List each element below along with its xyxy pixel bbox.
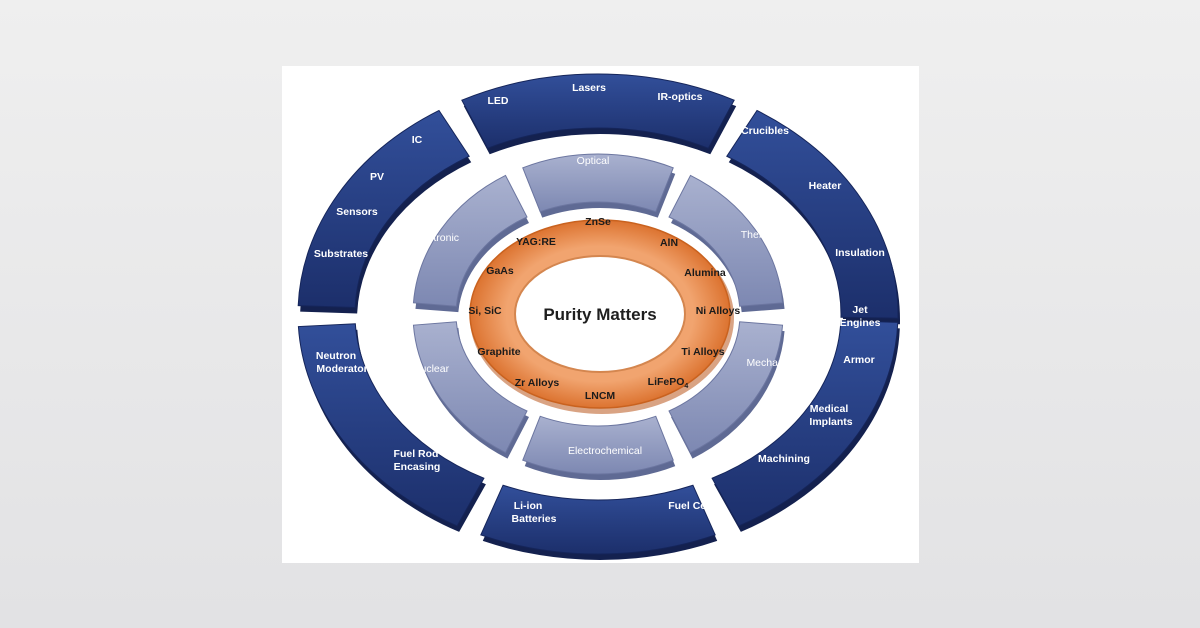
material-aln: AlN: [660, 237, 678, 249]
outer-segment-nuclear: [297, 323, 485, 527]
middle-segment-nuclear: [412, 321, 528, 454]
outer-segment-mechanical: [711, 319, 899, 527]
material-lncm: LNCM: [585, 390, 616, 402]
app-neutron-moderators-line1: Neutron: [316, 350, 356, 362]
app-led: LED: [488, 95, 509, 107]
app-ir-optics: IR-optics: [658, 91, 703, 103]
category-optical: Optical: [577, 155, 610, 167]
middle-ring: [412, 153, 785, 481]
application-labels: LED Lasers IR-optics Crucibles Heater In…: [314, 82, 885, 525]
app-medical-implants-line2: Implants: [809, 416, 852, 428]
outer-segment-optical: [461, 73, 735, 149]
material-lifepo4-subscript: 4: [684, 383, 688, 390]
material-lifepo4-label: LiFePO: [648, 376, 685, 388]
category-electronic: Electronic: [413, 232, 459, 244]
app-pv: PV: [370, 171, 384, 183]
outer-segment-electrochemical: [480, 484, 716, 555]
app-sensors: Sensors: [336, 206, 378, 218]
app-jet-engines-line2: Engines: [840, 317, 881, 329]
material-alumina: Alumina: [684, 267, 726, 279]
app-machining: Machining: [758, 453, 810, 465]
material-lifepo4: LiFePO4: [648, 376, 689, 390]
app-fuel-rod-encasing-line1: Fuel Rod: [394, 448, 439, 460]
app-medical-implants-line1: Medical: [810, 403, 849, 415]
app-fuel-rod-encasing-line2: Encasing: [394, 461, 441, 473]
app-neutron-moderators-line2: Moderators: [316, 363, 373, 375]
app-insulation: Insulation: [835, 247, 885, 259]
material-graphite: Graphite: [477, 346, 520, 358]
category-thermal: Thermal: [741, 229, 780, 241]
center-title: Purity Matters: [543, 305, 656, 324]
material-yag-re: YAG:RE: [516, 236, 556, 248]
purity-diagram: Purity Matters ZnSe AlN Alumina Ni Alloy…: [297, 73, 900, 560]
material-gaas: GaAs: [486, 265, 514, 277]
category-labels: Optical Thermal Mechanical Electrochemic…: [413, 155, 800, 457]
material-si-sic: Si, SiC: [468, 305, 502, 317]
app-fuel-cells: Fuel Cells: [668, 500, 718, 512]
app-heater: Heater: [809, 180, 842, 192]
material-labels: ZnSe AlN Alumina Ni Alloys Ti Alloys LiF…: [468, 216, 740, 402]
outer-segment-thermal: [726, 109, 899, 319]
middle-segment-electronic: [412, 174, 528, 307]
middle-segment-optical: [522, 153, 674, 213]
app-substrates: Substrates: [314, 248, 368, 260]
outer-segment-electronic: [297, 109, 470, 309]
material-znse: ZnSe: [585, 216, 611, 228]
middle-segment-electrochemical: [522, 415, 674, 475]
category-electrochemical: Electrochemical: [568, 445, 642, 457]
middle-segment-mechanical: [668, 321, 784, 454]
diagram-panel: Purity Matters ZnSe AlN Alumina Ni Alloy…: [282, 66, 919, 563]
center-hole: [514, 255, 686, 373]
material-ti-alloys: Ti Alloys: [681, 346, 724, 358]
app-armor: Armor: [843, 354, 875, 366]
material-ni-alloys: Ni Alloys: [696, 305, 741, 317]
app-crucibles: Crucibles: [741, 125, 789, 137]
app-li-ion-batteries-line2: Batteries: [512, 513, 557, 525]
app-li-ion-batteries-line1: Li-ion: [514, 500, 543, 512]
app-lasers: Lasers: [572, 82, 606, 94]
outer-ring: [297, 73, 900, 560]
category-mechanical: Mechanical: [746, 357, 799, 369]
app-jet-engines-line1: Jet: [852, 304, 868, 316]
app-ic: IC: [412, 134, 423, 146]
inner-ring: [469, 219, 734, 414]
middle-segment-thermal: [668, 174, 784, 307]
material-zr-alloys: Zr Alloys: [515, 377, 560, 389]
category-nuclear: Nuclear: [413, 363, 450, 375]
